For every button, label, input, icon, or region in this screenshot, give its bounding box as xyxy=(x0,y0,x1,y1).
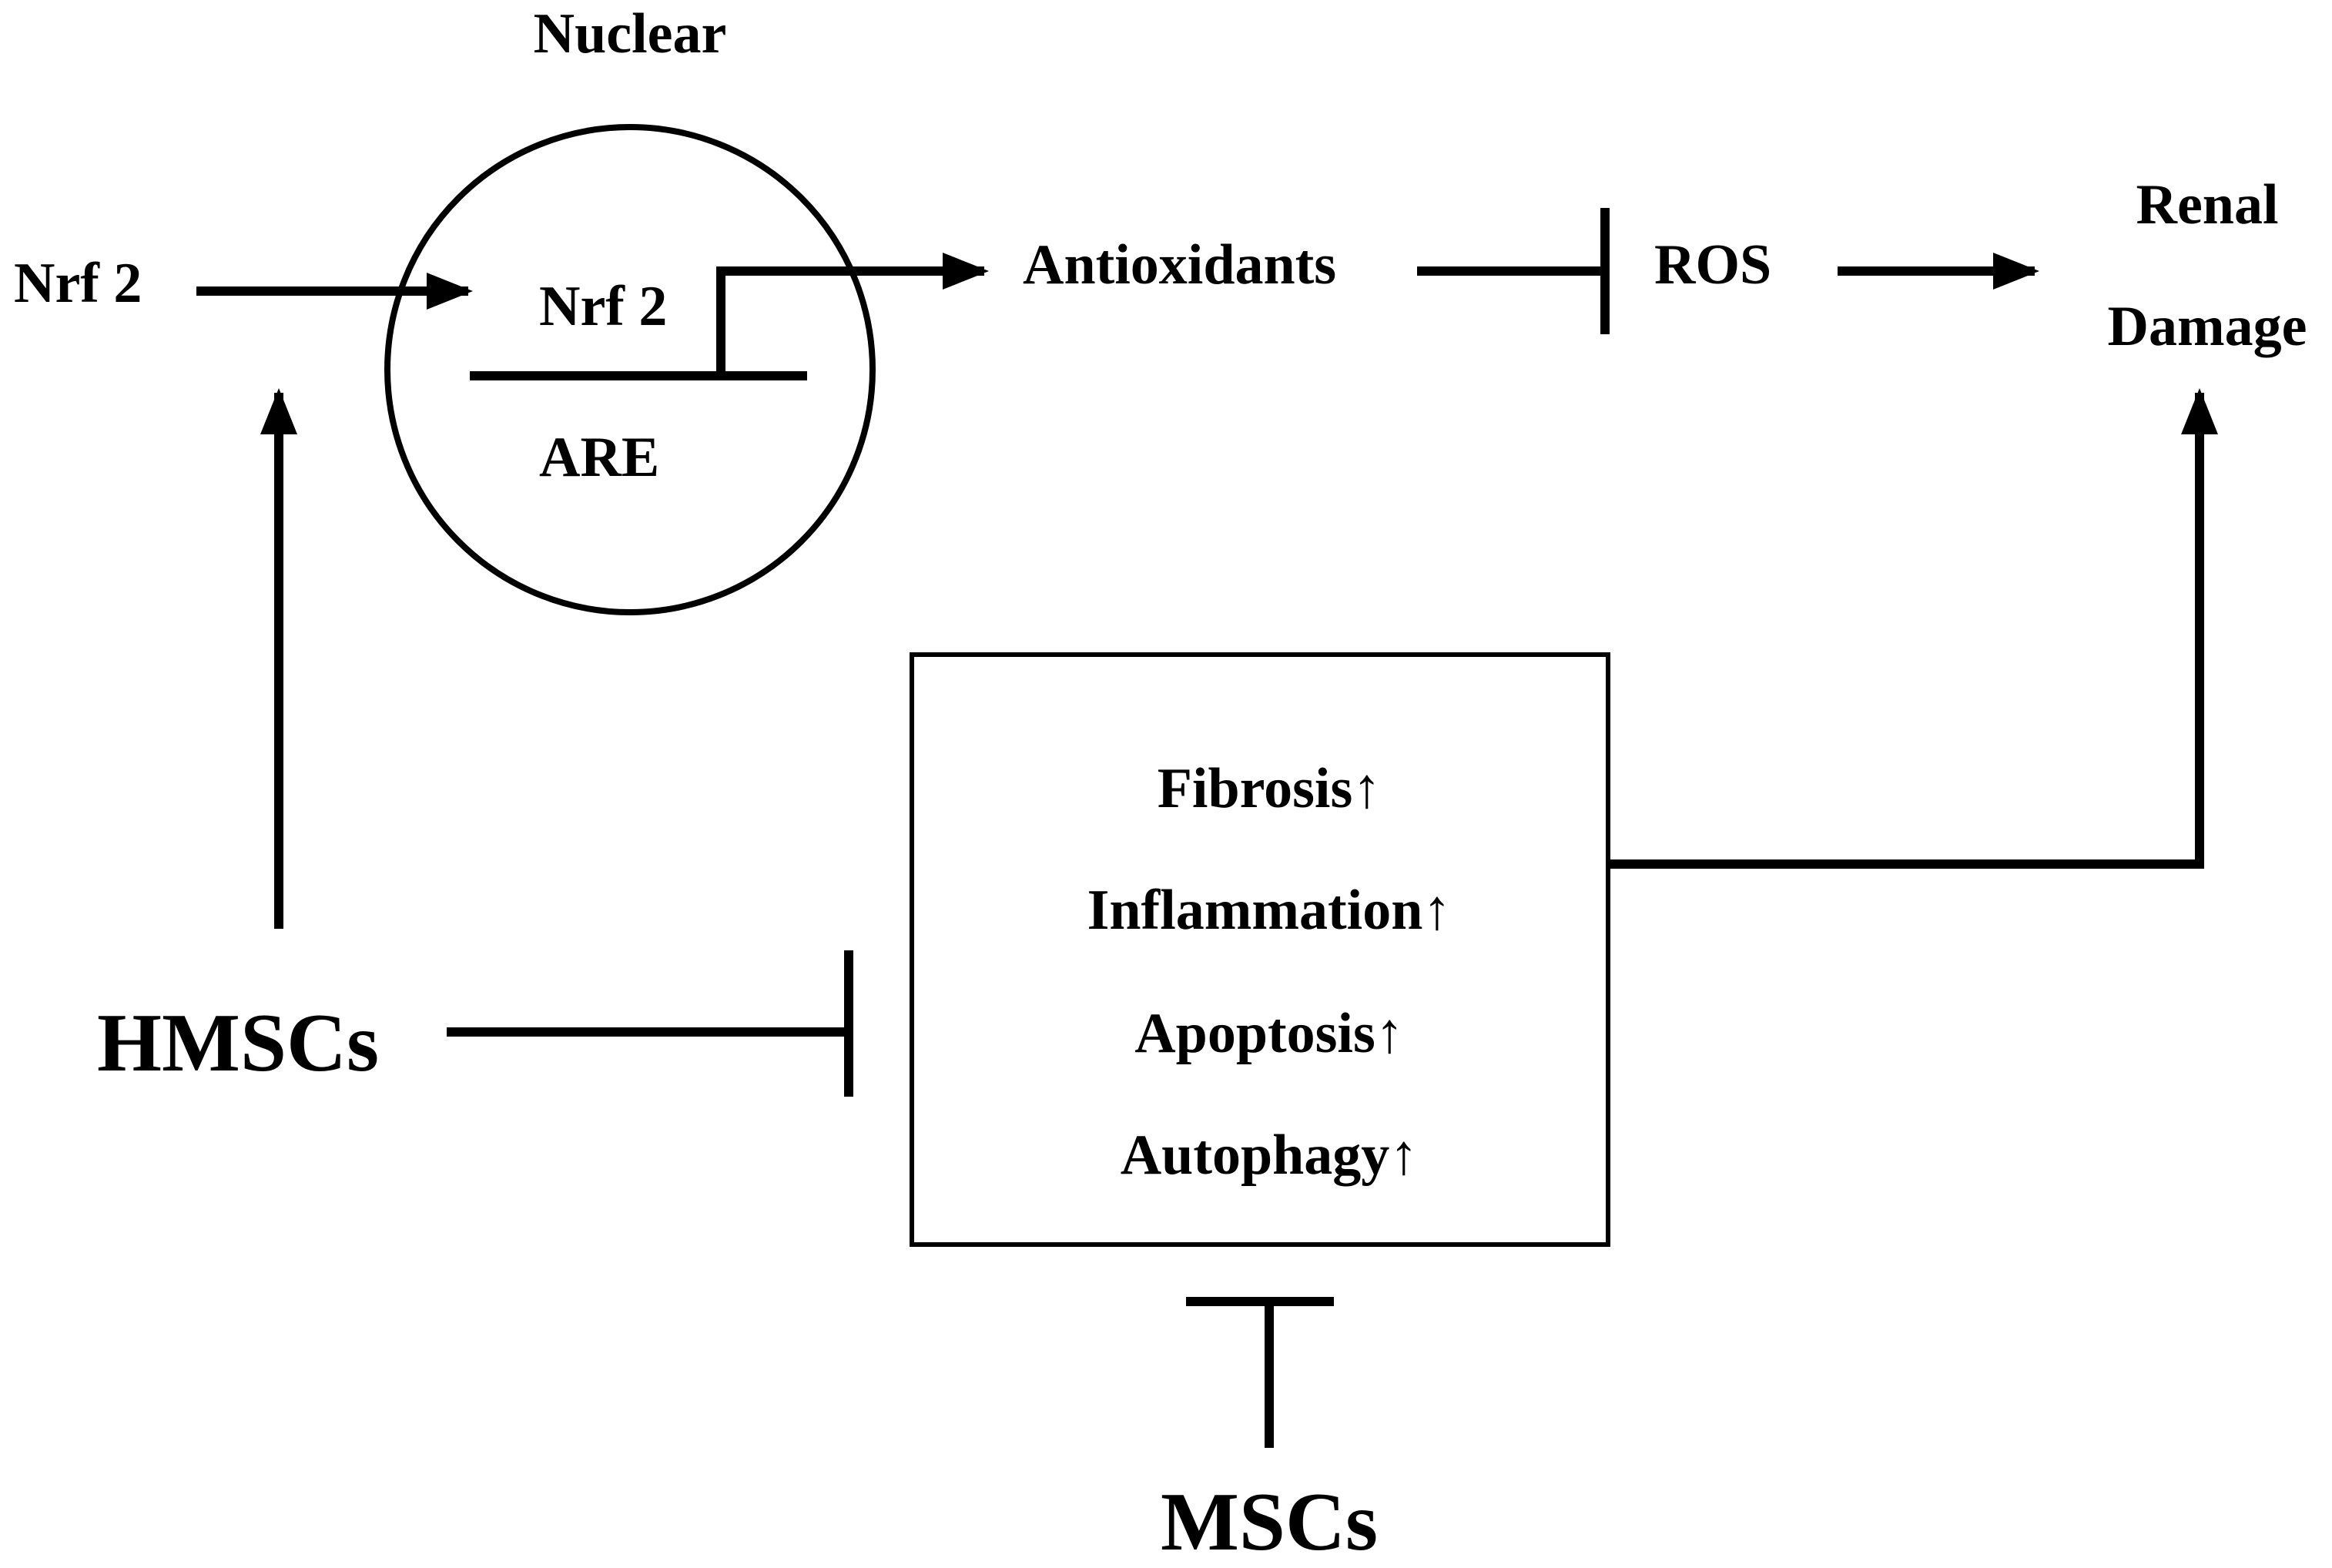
nrf2-inside-label: Nrf 2 xyxy=(539,275,667,338)
box-to-renal-arrow xyxy=(1608,388,2218,869)
antioxidants-label: Antioxidants xyxy=(1023,233,1336,297)
nucleus-circle xyxy=(384,124,876,615)
hmscs-label: HMSCs xyxy=(97,997,379,1089)
renal-label-line2: Damage xyxy=(2108,295,2307,358)
nrf2-to-antioxidants-arrow xyxy=(716,253,989,376)
box-item-inflammation: Inflammation↑ xyxy=(1087,879,1452,942)
box-item-fibrosis: Fibrosis↑ xyxy=(1158,757,1382,820)
ros-label: ROS xyxy=(1654,233,1771,297)
nuclear-label: Nuclear xyxy=(534,2,727,65)
mscs-label: MSCs xyxy=(1161,1476,1378,1568)
box-item-autophagy: Autophagy↑ xyxy=(1121,1124,1419,1187)
renal-label-line1: Renal xyxy=(2136,173,2279,236)
nrf2-outside-label: Nrf 2 xyxy=(14,252,142,315)
box-item-apoptosis: Apoptosis↑ xyxy=(1134,1002,1404,1065)
are-label: ARE xyxy=(539,426,659,489)
process-box xyxy=(910,652,1610,1247)
